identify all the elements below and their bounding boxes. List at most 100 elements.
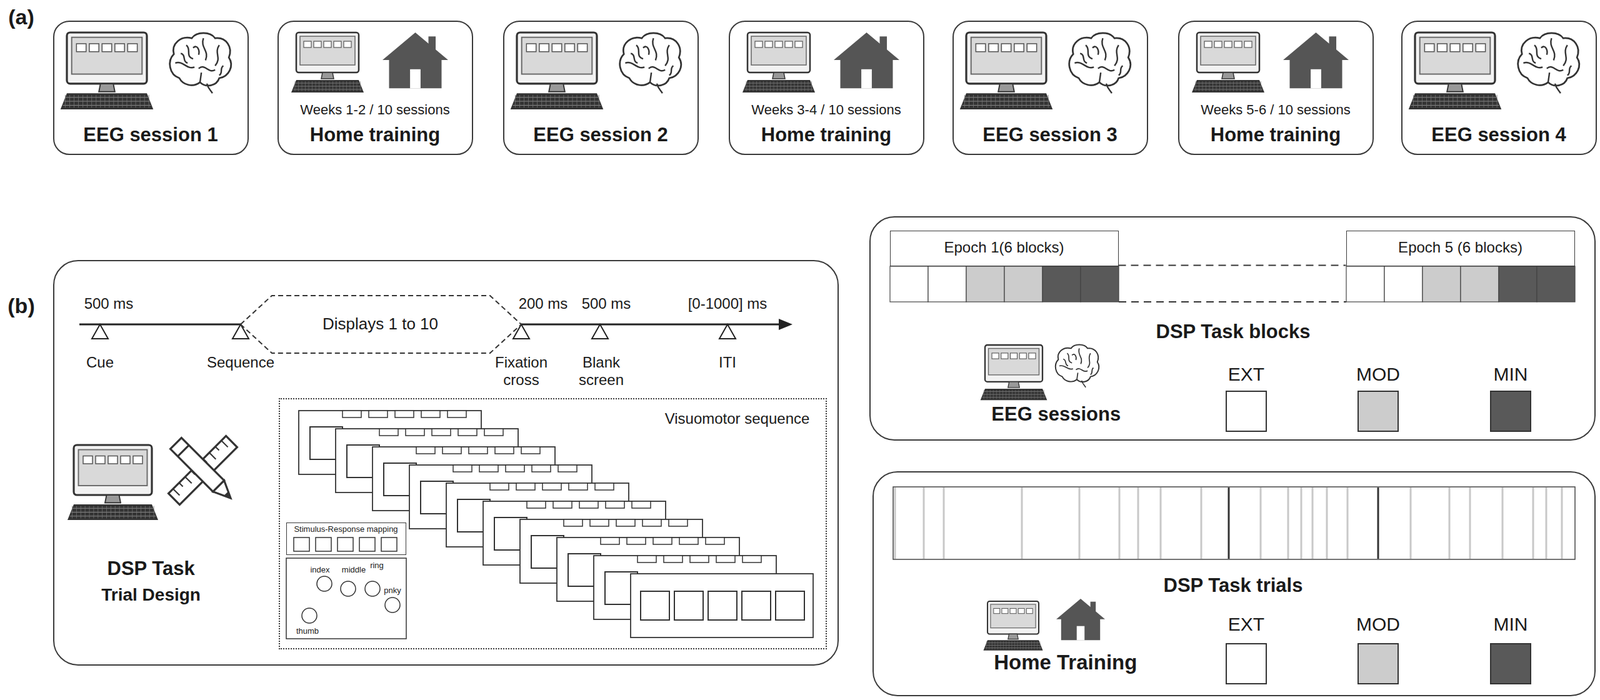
legend-label: MOD: [1356, 363, 1400, 386]
session-label: EEG session 2: [533, 123, 668, 147]
brain-icon: [1069, 33, 1131, 94]
timeline-arrowhead: [778, 318, 793, 330]
computer-icon: [1408, 32, 1502, 110]
trial-tick: [1300, 487, 1303, 559]
brain-icon: [170, 33, 232, 94]
trial-tick: [1346, 487, 1349, 559]
trial-tick: [1561, 487, 1564, 559]
event-label: Sequence: [206, 353, 275, 372]
legend-swatch: [1357, 390, 1399, 432]
block-square: [928, 266, 967, 302]
legend-label: MOD: [1356, 613, 1400, 636]
event-marker: [591, 324, 609, 339]
panel-title: DSP Task blocks: [1156, 320, 1311, 344]
computer-icon: [983, 601, 1043, 651]
finger-key: [301, 608, 317, 624]
event-marker: [91, 324, 109, 339]
legend-swatch: [1225, 390, 1267, 432]
trial-tick: [1501, 487, 1504, 559]
weeks-note: Weeks 1-2 / 10 sessions: [300, 101, 450, 118]
mapping-box: Stimulus-Response mapping: [286, 522, 407, 555]
legend-swatch: [1357, 643, 1399, 685]
legend-swatch: [1490, 390, 1532, 432]
block-square: [1536, 266, 1575, 302]
display-label: Displays 1 to 10: [322, 315, 439, 334]
finger-key: [316, 576, 332, 592]
epoch-box: Epoch 1(6 blocks): [890, 230, 1119, 267]
trial-tick: [1228, 487, 1230, 559]
block-square: [890, 266, 929, 302]
brain-icon: [1518, 33, 1580, 94]
block-square: [1384, 266, 1423, 302]
training-box: Weeks 3-4 / 10 sessionsHome training: [728, 20, 925, 155]
key-square: [293, 537, 310, 552]
computer-icon: [1191, 32, 1265, 93]
trial-tick: [1377, 487, 1380, 559]
session-box: EEG session 4: [1401, 20, 1597, 155]
key-square: [359, 537, 375, 552]
legend-swatch: [1490, 643, 1532, 685]
finger-label: middle: [341, 565, 366, 575]
trial-tick: [1469, 487, 1472, 559]
legend-swatch: [1225, 643, 1267, 685]
trial-tick: [1021, 487, 1024, 559]
trial-tick: [1200, 487, 1203, 559]
epoch-label: Epoch 5 (6 blocks): [1398, 238, 1523, 257]
key-square: [381, 537, 397, 552]
block-square: [1498, 266, 1537, 302]
computer-icon: [980, 345, 1048, 400]
session-box: EEG session 2: [503, 20, 699, 155]
block-square: [1042, 266, 1081, 302]
event-label: Blank screen: [570, 353, 633, 389]
trial-tick: [1311, 487, 1314, 559]
session-box: EEG session 3: [952, 20, 1149, 155]
trial-tick: [923, 487, 925, 559]
session-label: EEG session 3: [982, 123, 1117, 147]
trial-design-panel: DSP TaskTrial Design Displays 1 to 10 Visu…: [53, 260, 839, 666]
computer-icon: [60, 32, 154, 110]
computer-icon: [67, 445, 159, 520]
session-label: Home training: [761, 123, 892, 147]
computer-icon: [960, 32, 1053, 110]
epoch-label: Epoch 1(6 blocks): [943, 238, 1064, 257]
trial-tick: [1326, 487, 1329, 559]
block-square: [966, 266, 1005, 302]
ruler-pencil-icon: [168, 436, 238, 505]
computer-icon: [510, 32, 604, 110]
panel-title: DSP Task: [107, 557, 195, 580]
trial-tick: [943, 487, 945, 559]
trial-tick: [1532, 487, 1535, 559]
legend-label: EXT: [1228, 363, 1265, 386]
block-square: [1460, 266, 1499, 302]
display-sequence-hexagon: Displays 1 to 10: [240, 295, 522, 354]
event-label: Cue: [86, 353, 114, 372]
panel-subtitle: Trial Design: [101, 584, 201, 605]
trial-tick: [1287, 487, 1290, 559]
epoch-box: Epoch 5 (6 blocks): [1346, 230, 1575, 267]
training-box: Weeks 5-6 / 10 sessionsHome training: [1178, 20, 1374, 155]
finger-label: thumb: [296, 626, 319, 637]
trial-strip: [893, 486, 1575, 560]
training-box: Weeks 1-2 / 10 sessionsHome training: [277, 20, 474, 155]
finger-key: [385, 597, 400, 613]
legend-label: EXT: [1228, 613, 1265, 636]
trial-tick: [1118, 487, 1121, 559]
box-title: Visuomotor sequence: [665, 410, 810, 428]
finger-key: [365, 581, 380, 597]
block-square: [1080, 266, 1119, 302]
house-icon: [1056, 598, 1105, 640]
event-label: ITI: [718, 353, 737, 372]
dashed-link: [1118, 265, 1347, 267]
duration-label: 500 ms: [581, 295, 632, 313]
trial-tick: [1260, 487, 1262, 559]
block-square: [1346, 266, 1385, 302]
block-square: [1004, 266, 1043, 302]
weeks-note: Weeks 5-6 / 10 sessions: [1200, 101, 1350, 118]
trial-tick: [1545, 487, 1548, 559]
legend-label: MIN: [1493, 613, 1529, 636]
computer-icon: [291, 32, 364, 93]
visuomotor-box: Visuomotor sequenceStimulus-Response map…: [278, 398, 827, 650]
duration-label: 500 ms: [84, 295, 134, 313]
timeline: [79, 323, 241, 326]
